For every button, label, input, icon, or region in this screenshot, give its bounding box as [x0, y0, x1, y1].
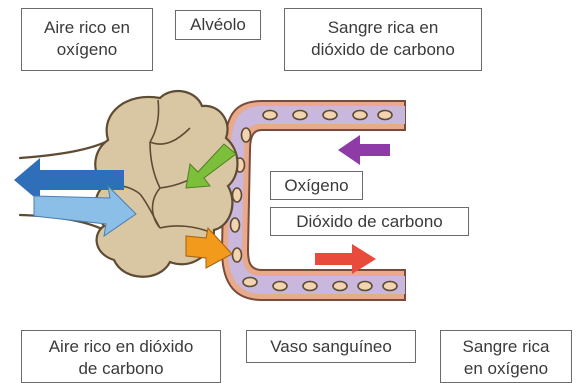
label-blood-rich-co2: Sangre rica en dióxido de carbono — [284, 8, 482, 71]
label-carbon-dioxide-text: Dióxido de carbono — [296, 212, 443, 231]
label-air-rich-co2: Aire rico en dióxido de carbono — [21, 330, 221, 383]
label-blood-rich-oxygen-line2: en oxígeno — [463, 359, 549, 378]
label-alveolus-text: Alvéolo — [190, 15, 246, 34]
label-air-rich-oxygen-line2: oxígeno — [56, 40, 118, 59]
label-blood-rich-oxygen: Sangre rica en oxígeno — [440, 330, 572, 383]
arrow-co2-diffusion — [185, 226, 233, 269]
label-blood-vessel: Vaso sanguíneo — [246, 330, 416, 363]
label-blood-rich-oxygen-line1: Sangre rica — [462, 337, 550, 356]
label-blood-rich-co2-line2: dióxido de carbono — [311, 40, 455, 59]
label-blood-vessel-text: Vaso sanguíneo — [270, 337, 392, 356]
arrow-exhaled-air — [14, 158, 124, 202]
label-air-rich-co2-line1: Aire rico en dióxido — [48, 337, 194, 356]
arrow-blood-outflow — [315, 244, 376, 274]
label-oxygen-text: Oxígeno — [284, 176, 349, 195]
label-air-rich-oxygen: Aire rico en oxígeno — [21, 8, 153, 71]
arrow-inhaled-air — [33, 184, 137, 238]
label-oxygen: Oxígeno — [270, 171, 363, 200]
label-carbon-dioxide: Dióxido de carbono — [270, 207, 469, 236]
label-blood-rich-co2-line1: Sangre rica en — [327, 18, 439, 37]
arrow-blood-inflow — [338, 135, 390, 165]
blood-cells — [229, 109, 398, 292]
label-alveolus: Alvéolo — [175, 10, 261, 40]
vessel-inner-channel — [228, 106, 405, 294]
label-air-rich-oxygen-line1: Aire rico en — [44, 18, 130, 37]
arrow-oxygen-diffusion — [185, 143, 237, 189]
label-air-rich-co2-line2: de carbono — [78, 359, 164, 378]
